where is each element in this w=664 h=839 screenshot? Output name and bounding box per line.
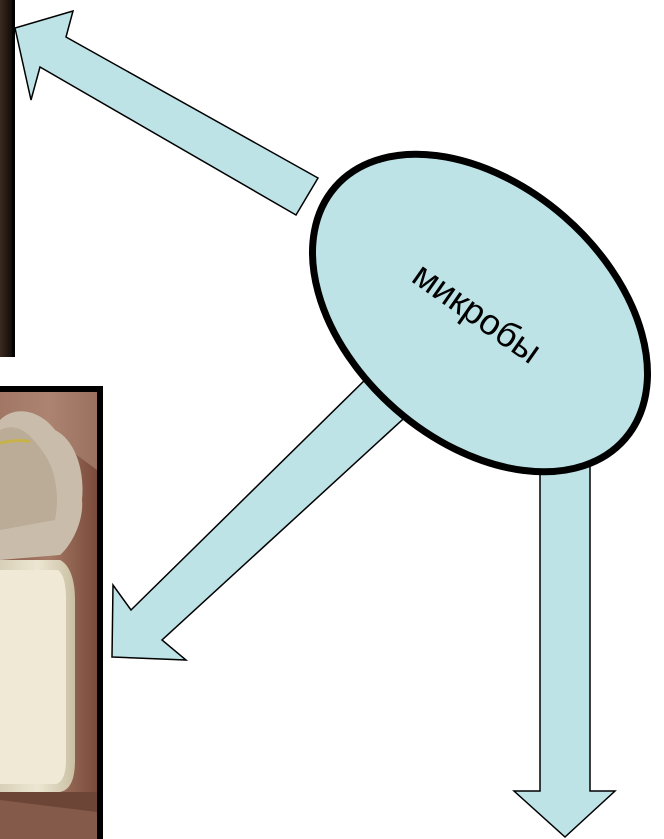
microbes-ellipse [309,150,651,476]
arrow-up-left [14,9,320,217]
arrow-down-left [111,372,415,661]
arrow-down [512,454,617,839]
top-left-photo [0,0,15,357]
milk-jar-photo [0,386,103,839]
